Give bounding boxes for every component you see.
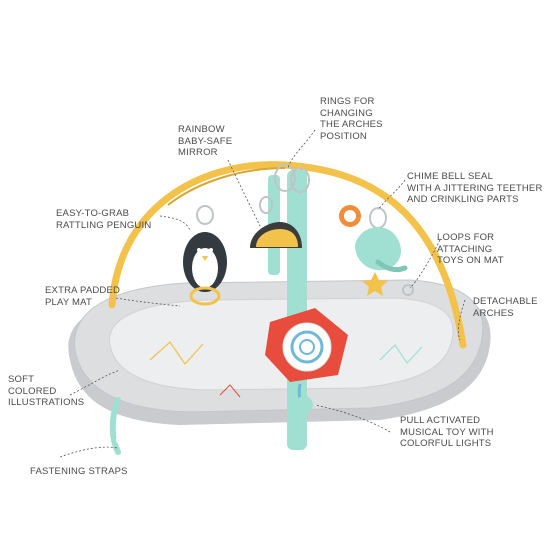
callout-straps: FASTENING STRAPS [30, 466, 128, 477]
callout-arches: DETACHABLE ARCHES [473, 296, 538, 319]
illustration-zigzag [379, 344, 423, 364]
pull-ring [295, 396, 313, 414]
arch-right [167, 167, 286, 206]
callout-penguin: EASY-TO-GRAB RATTLING PENGUIN [56, 208, 152, 231]
strap-hole [116, 436, 124, 444]
toy-loop [402, 284, 414, 296]
callout-play-mat: EXTRA PADDED PLAY MAT [45, 285, 121, 308]
illustration-zigzag [149, 341, 204, 365]
callout-rainbow-mirror: RAINBOW BABY-SAFE MIRROR [178, 124, 233, 158]
arch-ring [274, 164, 296, 192]
teether-star [362, 272, 388, 296]
callout-illustrations: SOFT COLORED ILLUSTRATIONS [8, 374, 85, 408]
fastening-strap [109, 397, 121, 455]
penguin-ring [196, 205, 214, 225]
callout-chime-seal: CHIME BELL SEAL WITH A JITTERING TEETHER… [407, 171, 543, 205]
callout-loops: LOOPS FOR ATTACHING TOYS ON MAT [437, 232, 504, 266]
penguin-ring-bottom [189, 286, 221, 306]
callout-rings: RINGS FOR CHANGING THE ARCHES POSITION [320, 96, 383, 142]
callout-musical-toy: PULL ACTIVATED MUSICAL TOY WITH COLORFUL… [400, 415, 494, 449]
illustration-zigzag [219, 384, 241, 398]
arch-ring [290, 167, 310, 193]
leader-lines [59, 129, 466, 458]
seal-body [355, 227, 402, 271]
